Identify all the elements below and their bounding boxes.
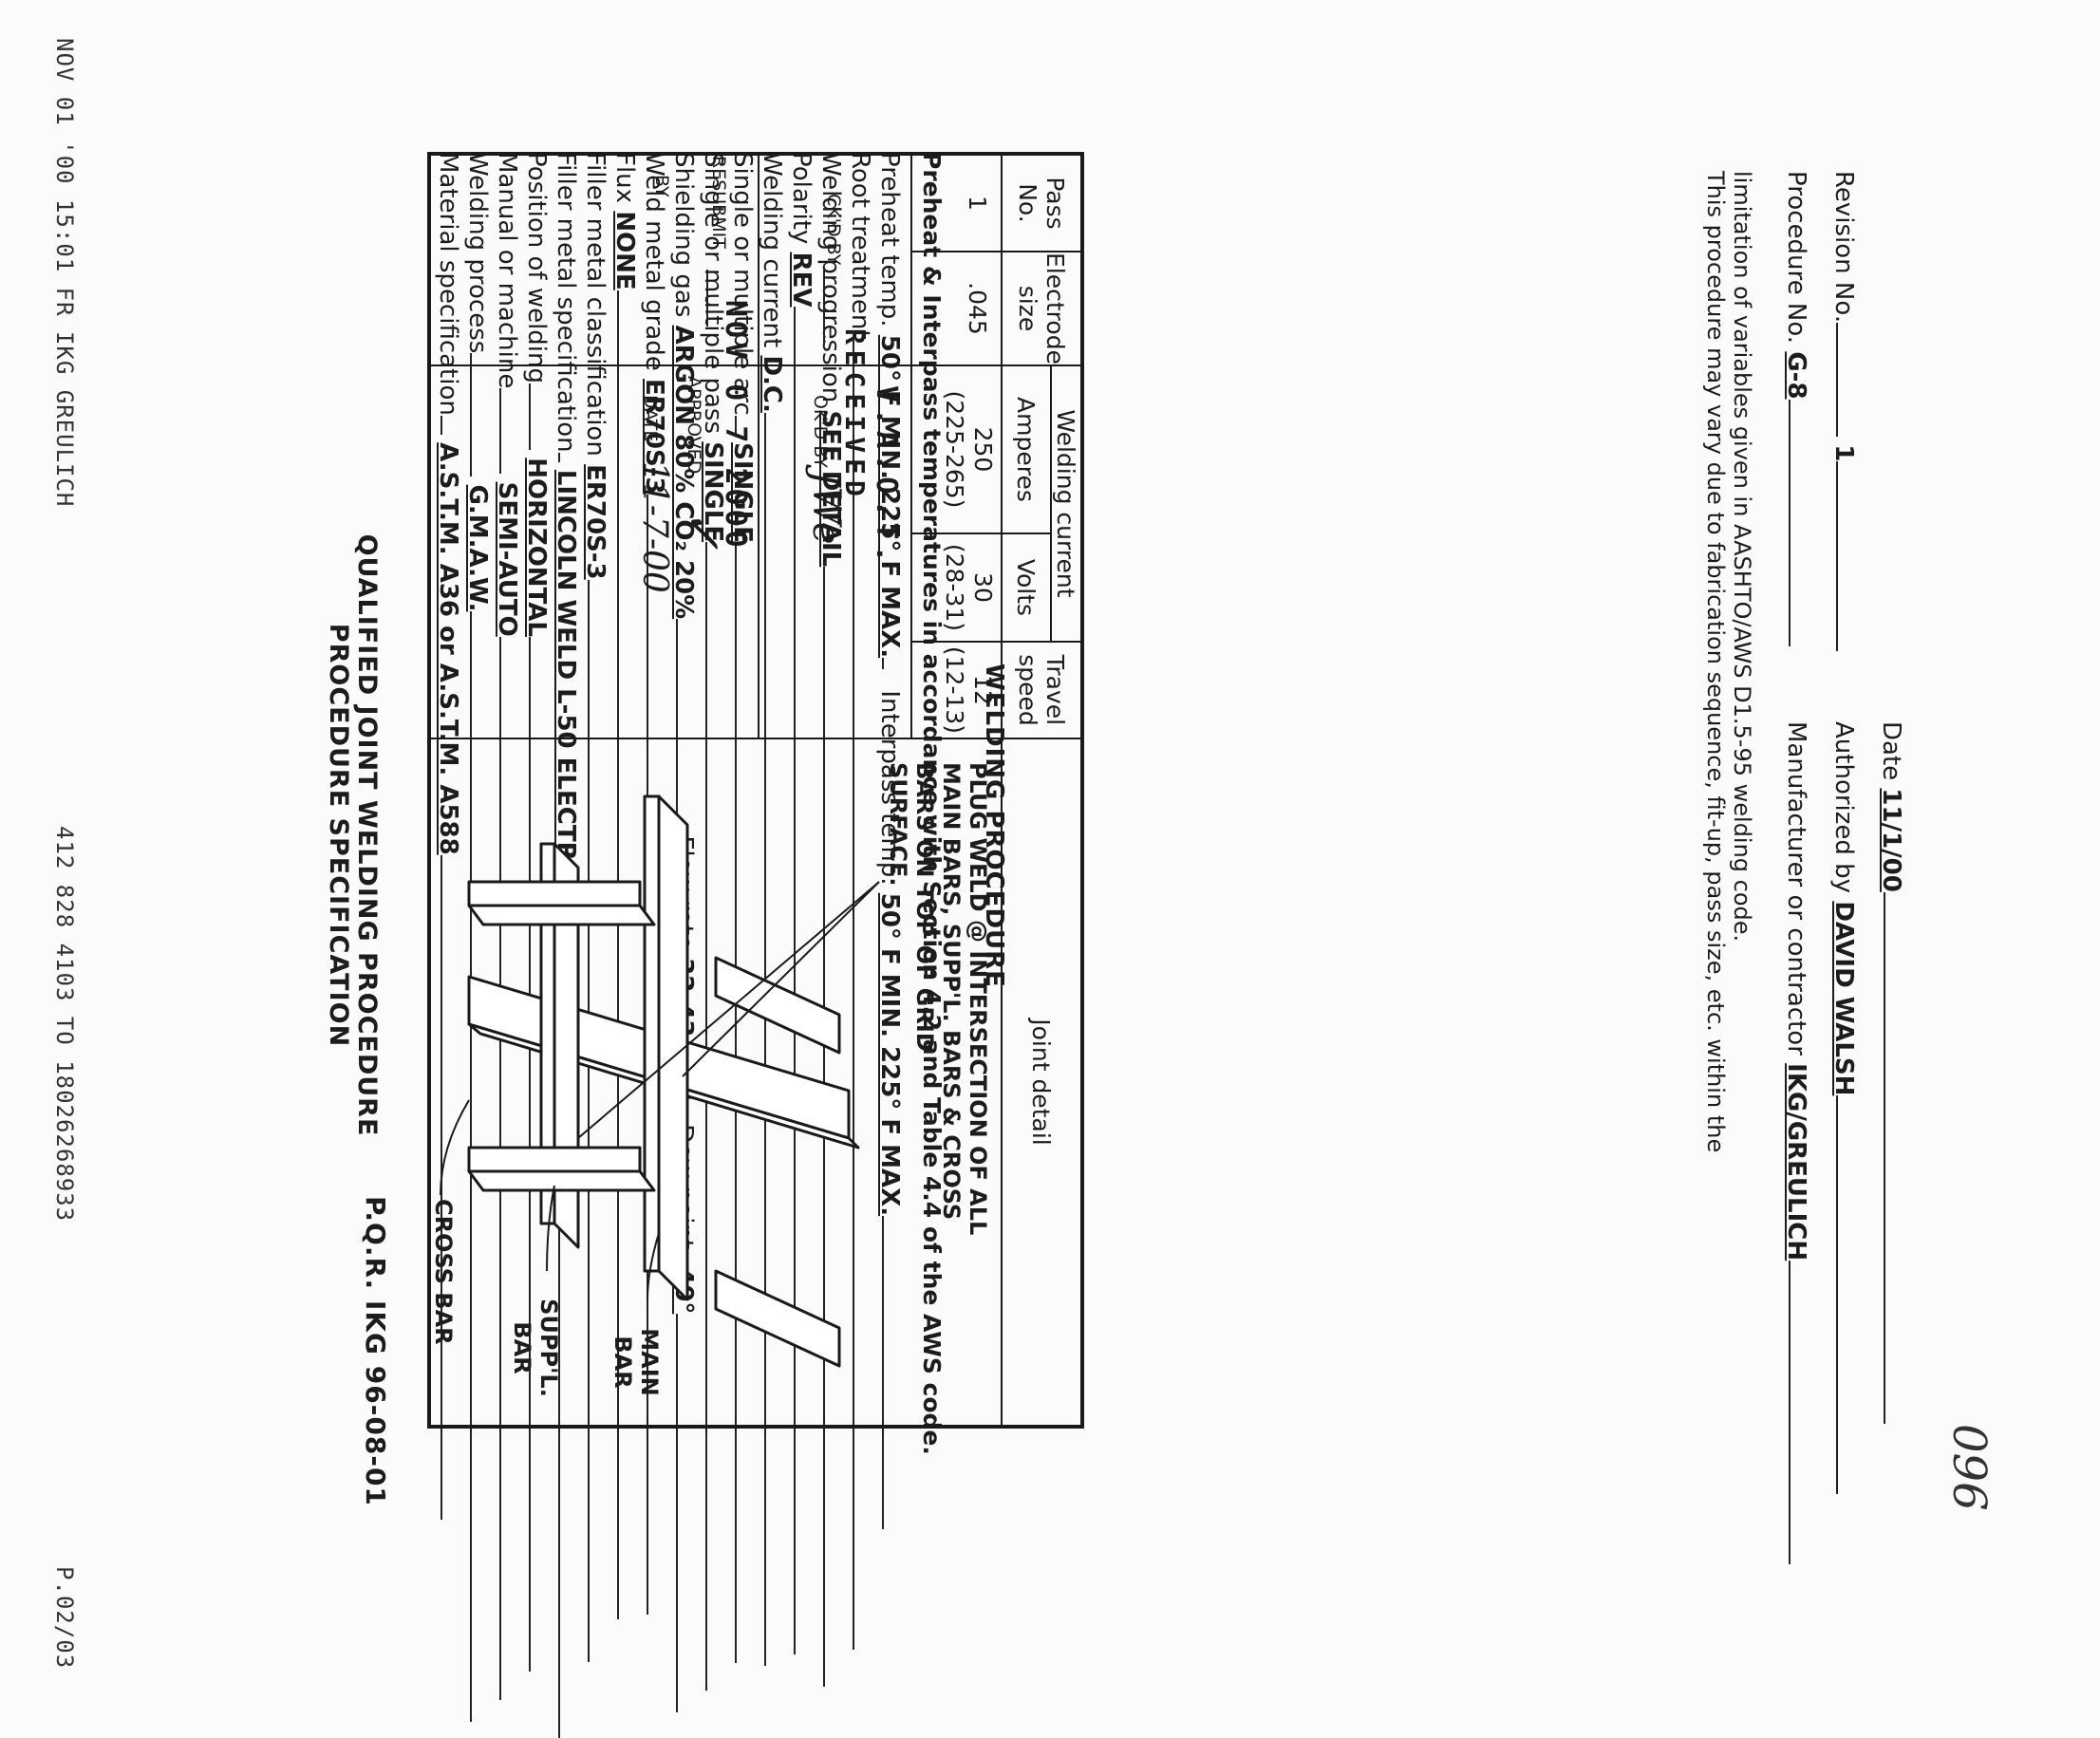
document-subtitle: PROCEDURE SPECIFICATION xyxy=(324,623,353,1048)
footer-note-line2: limitation of variables given in AASHTO/… xyxy=(1729,171,1755,943)
header-volts: Volts xyxy=(1002,533,1051,642)
cell-joint-detail: PLUG WELD @ INTERSECTION OF ALL MAIN BAR… xyxy=(429,738,1002,1427)
cell-ckd-by: CK'D BY xyxy=(758,154,912,365)
welding-procedure-table: Pass No. Electrode size Welding current … xyxy=(427,152,1084,1429)
cell-amperes: 250 (225-265) xyxy=(911,364,1002,533)
header-electrode-size: Electrode size xyxy=(1002,252,1082,365)
cell-resubmit: RESUBMIT BY xyxy=(429,154,759,365)
approved-date-handwritten: 11-7-00 xyxy=(634,460,674,593)
header-travel-speed: Travel speed xyxy=(1002,641,1082,738)
field-procedure-no: Procedure No. G-8 xyxy=(1781,171,1810,646)
field-revision-no: Revision No. 1 xyxy=(1828,171,1858,652)
field-manufacturer: Manufacturer or contractor IKG/GREULICH xyxy=(1781,721,1810,1565)
joint-detail-area: PLUG WELD @ INTERSECTION OF ALL MAIN BAR… xyxy=(430,739,1001,1425)
suppl-bar-label: SUPP'L. BAR xyxy=(509,1299,562,1397)
field-authorized-by: Authorized by DAVID WALSH xyxy=(1828,721,1858,1495)
cell-pass-no: 1 xyxy=(911,154,1002,252)
cell-volts: 30 (28-31) xyxy=(911,533,1002,642)
cell-okd-by: V.A.O.T. RECEIVED OK'D BY JWe xyxy=(758,328,912,738)
document-title: QUALIFIED JOINT WELDING PROCEDURE xyxy=(352,533,382,1137)
vaot-stamp: V.A.O.T. xyxy=(870,384,904,569)
fax-header-right: P.02/03 xyxy=(51,1566,78,1670)
header-welding-current: Welding current xyxy=(1051,364,1082,642)
main-bar-label: MAIN BAR xyxy=(609,1328,663,1396)
fax-header-left: NOV 01 '00 15:01 FR IKG GREULICH xyxy=(51,38,78,508)
cell-approved: NOV 0 7 2000 APPROVED ✓ DATE 11-7-00 xyxy=(429,300,759,738)
okd-initials: JWe xyxy=(804,470,849,545)
table-row: 1 .045 250 (225-265) 30 (28-31) 12 (12-1… xyxy=(429,154,1002,1427)
cell-travel-speed: 12 (12-13) xyxy=(911,641,1002,738)
header-joint-detail: Joint detail xyxy=(1002,738,1082,1427)
grid-bar-drawing xyxy=(440,794,880,1368)
field-date: Date 11/1/00 xyxy=(1876,721,1905,1424)
approved-check-mark: ✓ xyxy=(673,508,731,551)
cross-bar-label: CROSS BAR xyxy=(430,1198,457,1345)
header-amperes: Amperes xyxy=(1002,364,1051,533)
fax-header-middle: 412 828 4103 TO 18026268933 xyxy=(51,826,78,1223)
page-mark-handwritten: 096 xyxy=(1942,1424,1996,1511)
header-pass-no: Pass No. xyxy=(1002,154,1082,252)
cell-electrode-size: .045 xyxy=(911,252,1002,365)
pqr-number: P.Q.R. IKG 96-08-01 xyxy=(360,1196,391,1506)
footer-note-line1: This procedure may vary due to fabricati… xyxy=(1702,171,1729,1153)
